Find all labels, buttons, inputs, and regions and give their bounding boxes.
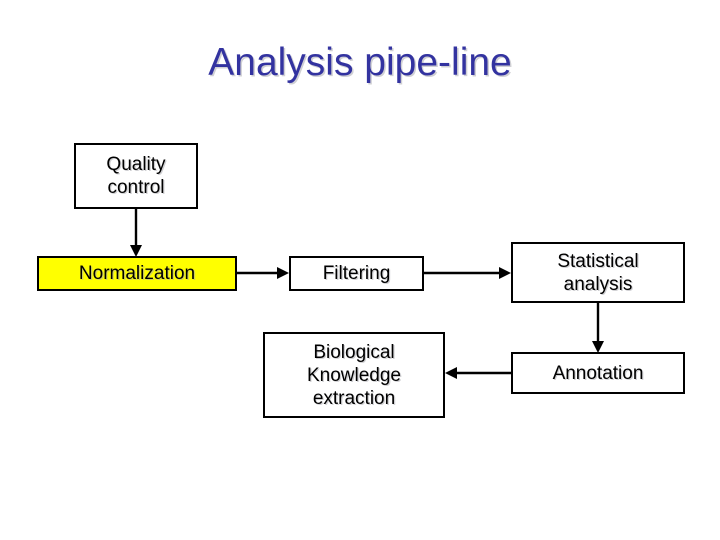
flow-node-normalization[interactable]: Normalization — [37, 256, 237, 291]
arrow-normalization-to-filtering — [237, 267, 289, 279]
flow-node-label: Filtering — [322, 263, 391, 284]
flow-node-biological-knowledge-extraction[interactable]: Biological Knowledge extraction — [263, 332, 445, 418]
arrow-filtering-to-statistical-analysis — [424, 267, 511, 279]
arrow-statistical-analysis-to-annotation — [592, 303, 604, 353]
flow-node-quality-control[interactable]: Quality control — [74, 143, 198, 209]
arrow-quality-control-to-normalization — [130, 209, 142, 257]
page-title: Analysis pipe-line — [208, 41, 512, 84]
arrow-annotation-to-biological-knowledge-extraction — [445, 367, 511, 379]
flow-node-label: Quality control — [106, 154, 166, 198]
flow-node-label: Normalization — [78, 263, 196, 284]
flow-node-label: Biological Knowledge extraction — [306, 341, 402, 409]
flow-node-statistical-analysis[interactable]: Statistical analysis — [511, 242, 685, 303]
flow-node-annotation[interactable]: Annotation — [511, 352, 685, 394]
flow-node-label: Annotation — [552, 362, 644, 384]
flow-node-filtering[interactable]: Filtering — [289, 256, 424, 291]
flow-node-label: Statistical analysis — [557, 250, 639, 295]
